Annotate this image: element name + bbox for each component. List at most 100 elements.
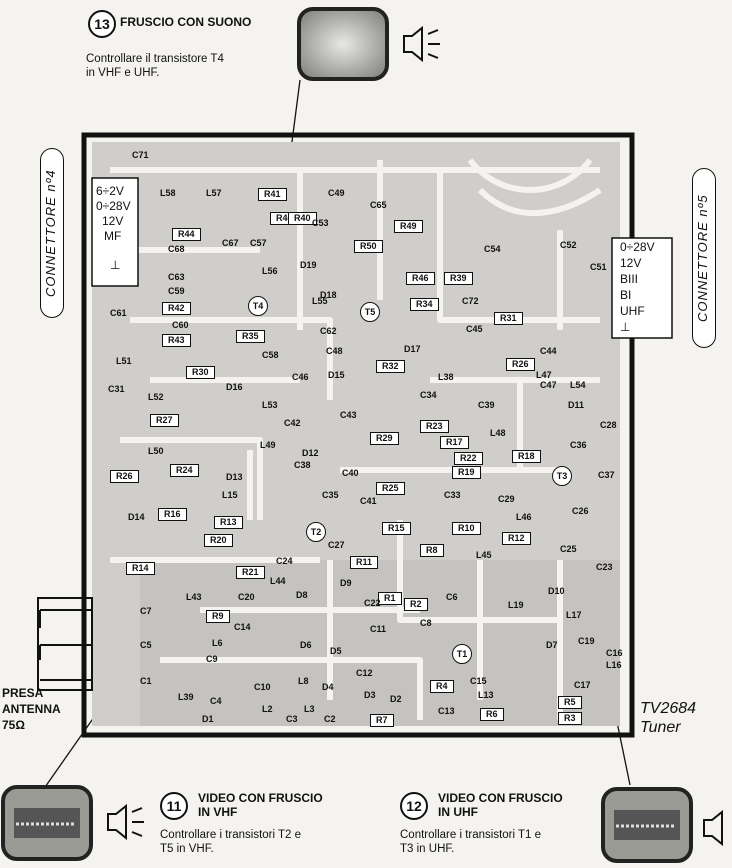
inductor-l47: L47 — [536, 370, 552, 380]
inductor-l13: L13 — [478, 690, 494, 700]
capacitor-c1: C1 — [140, 676, 152, 686]
connector-4-pin-2: 0÷28V — [96, 199, 131, 213]
tv-screen-video-noise-vhf-icon — [1, 785, 93, 861]
capacitor-c5: C5 — [140, 640, 152, 650]
inductor-l57: L57 — [206, 188, 222, 198]
capacitor-c60: C60 — [172, 320, 189, 330]
callout-11-title-1: VIDEO CON FRUSCIO — [198, 791, 323, 805]
inductor-l55: L55 — [312, 296, 328, 306]
inductor-l51: L51 — [116, 356, 132, 366]
resistor-r43: R43 — [162, 334, 191, 347]
capacitor-c9: C9 — [206, 654, 218, 664]
resistor-r41: R41 — [258, 188, 287, 201]
inductor-l49: L49 — [260, 440, 276, 450]
resistor-r31: R31 — [494, 312, 523, 325]
model-label-2: Tuner — [640, 719, 681, 736]
connector-4-pin-5: ⊥ — [110, 258, 121, 272]
capacitor-c54: C54 — [484, 244, 501, 254]
transistor-t4: T4 — [248, 296, 268, 316]
capacitor-c38: C38 — [294, 460, 311, 470]
capacitor-c33: C33 — [444, 490, 461, 500]
speaker-uhf-icon — [703, 809, 723, 847]
tv-screen-noise-icon — [297, 7, 389, 81]
capacitor-c39: C39 — [478, 400, 495, 410]
speaker-vhf-icon — [107, 803, 144, 841]
resistor-r8: R8 — [420, 544, 444, 557]
capacitor-c48: C48 — [326, 346, 343, 356]
connector-4-pin-4: MF — [104, 229, 122, 243]
inductor-l52: L52 — [148, 392, 164, 402]
capacitor-c27: C27 — [328, 540, 345, 550]
inductor-l2: L2 — [262, 704, 273, 714]
resistor-r21: R21 — [236, 566, 265, 579]
inductor-l54: L54 — [570, 380, 586, 390]
capacitor-c12: C12 — [356, 668, 373, 678]
resistor-r19: R19 — [452, 466, 481, 479]
resistor-r6: R6 — [480, 708, 504, 721]
resistor-r15: R15 — [382, 522, 411, 535]
transistor-t3: T3 — [552, 466, 572, 486]
resistor-r16: R16 — [158, 508, 187, 521]
inductor-l16: L16 — [606, 660, 622, 670]
resistor-r22: R22 — [454, 452, 483, 465]
inductor-l53: L53 — [262, 400, 278, 410]
capacitor-c20: C20 — [238, 592, 255, 602]
capacitor-c44: C44 — [540, 346, 557, 356]
capacitor-c52: C52 — [560, 240, 577, 250]
diode-d13: D13 — [226, 472, 243, 482]
diode-d16: D16 — [226, 382, 243, 392]
diode-d4: D4 — [322, 682, 334, 692]
capacitor-c71: C71 — [132, 150, 149, 160]
resistor-r5: R5 — [558, 696, 582, 709]
capacitor-c63: C63 — [168, 272, 185, 282]
resistor-r32: R32 — [376, 360, 405, 373]
tv-screen-video-noise-uhf-icon — [601, 787, 693, 863]
capacitor-c14: C14 — [234, 622, 251, 632]
speaker-sound-icon — [403, 25, 440, 63]
connector-4-label: CONNETTORE nº4 — [40, 148, 64, 318]
capacitor-c58: C58 — [262, 350, 279, 360]
inductor-l3: L3 — [304, 704, 315, 714]
resistor-r11: R11 — [350, 556, 379, 569]
diode-d9: D9 — [340, 578, 352, 588]
resistor-r12: R12 — [502, 532, 531, 545]
inductor-l48: L48 — [490, 428, 506, 438]
inductor-l19: L19 — [508, 600, 524, 610]
capacitor-c72: C72 — [462, 296, 479, 306]
capacitor-c43: C43 — [340, 410, 357, 420]
inductor-l50: L50 — [148, 446, 164, 456]
inductor-l56: L56 — [262, 266, 278, 276]
diode-d10: D10 — [548, 586, 565, 596]
callout-12-desc-2: T3 in UHF. — [400, 843, 455, 855]
inductor-l6: L6 — [212, 638, 223, 648]
callout-12-title-2: IN UHF — [438, 805, 478, 819]
capacitor-c31: C31 — [108, 384, 125, 394]
callout-12-title-1: VIDEO CON FRUSCIO — [438, 791, 563, 805]
callout-13-desc-1: Controllare il transistore T4 — [86, 53, 224, 65]
transistor-t5: T5 — [360, 302, 380, 322]
capacitor-c22: C22 — [364, 598, 381, 608]
inductor-l45: L45 — [476, 550, 492, 560]
capacitor-c34: C34 — [420, 390, 437, 400]
resistor-r50: R50 — [354, 240, 383, 253]
connector-5-pin-1: 0÷28V — [620, 240, 655, 254]
connector-4-pin-1: 6÷2V — [96, 184, 124, 198]
diode-d12: D12 — [302, 448, 319, 458]
capacitor-c11: C11 — [370, 624, 387, 634]
capacitor-c49: C49 — [328, 188, 345, 198]
inductor-l15: L15 — [222, 490, 238, 500]
callout-12-number: 12 — [400, 792, 428, 820]
capacitor-c15: C15 — [470, 676, 487, 686]
capacitor-c10: C10 — [254, 682, 271, 692]
diode-d3: D3 — [364, 690, 376, 700]
inductor-l46: L46 — [516, 512, 532, 522]
resistor-r30: R30 — [186, 366, 215, 379]
inductor-l38: L38 — [438, 372, 454, 382]
capacitor-c3: C3 — [286, 714, 298, 724]
capacitor-c4: C4 — [210, 696, 222, 706]
resistor-r35: R35 — [236, 330, 265, 343]
resistor-r40: R40 — [288, 212, 317, 225]
callout-13-desc-2: in VHF e UHF. — [86, 67, 160, 79]
capacitor-c8: C8 — [420, 618, 432, 628]
